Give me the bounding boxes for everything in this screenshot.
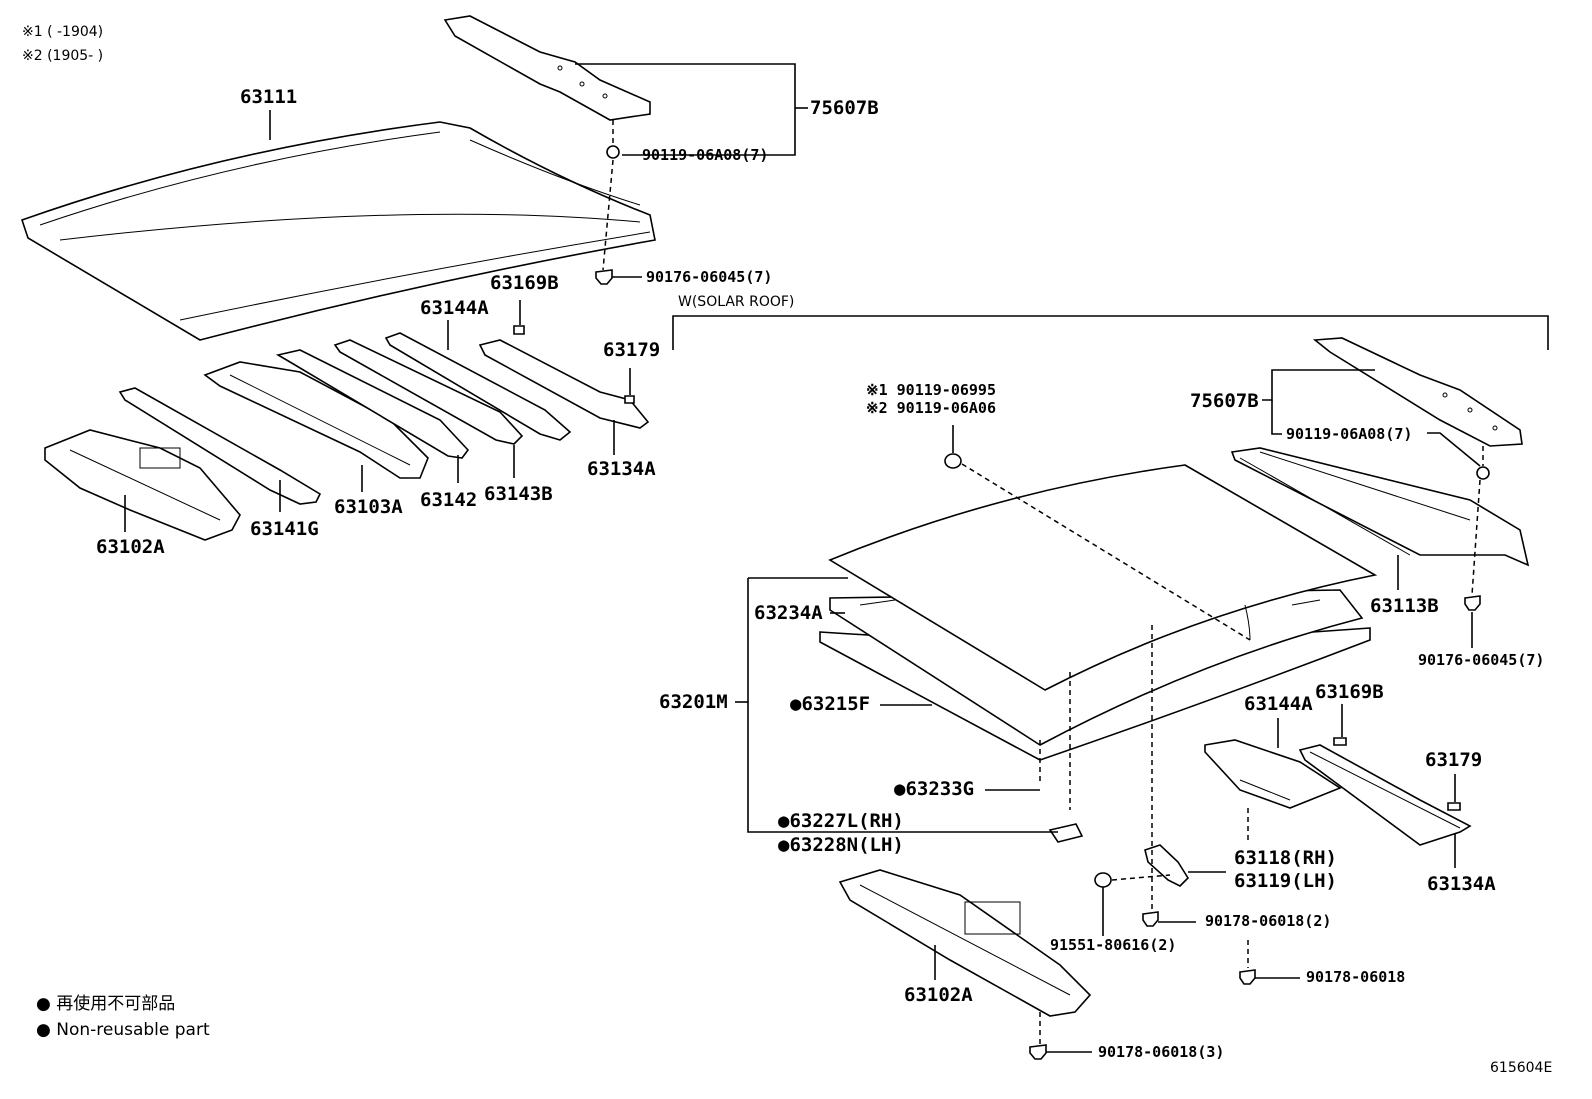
dash-line [1471, 479, 1481, 596]
reinforcement-63143b-shape [333, 339, 524, 445]
leader [747, 578, 1058, 833]
legend-english: ● Non-reusable part [36, 1020, 210, 1040]
bracket-63118-shape [1144, 844, 1190, 887]
label-63169b-right: 63169B [1315, 681, 1384, 703]
label-90176-06045-top: 90176-06045(7) [646, 268, 772, 286]
clip-63169b-top-shape [513, 325, 525, 335]
legend-japanese: ● 再使用不可部品 [36, 993, 175, 1014]
leader [1427, 432, 1481, 467]
clip-63169b-right-shape [1333, 737, 1347, 746]
label-90176-06045-right: 90176-06045(7) [1418, 651, 1544, 669]
leader [575, 63, 796, 156]
bolt-90119-06995-shape [944, 453, 962, 469]
dash-line [1111, 874, 1171, 881]
label-90178-06018: 90178-06018 [1306, 968, 1405, 986]
label-63234a: 63234A [754, 602, 823, 624]
reinforcement-63141g-shape [118, 387, 322, 505]
label-75607b-top: 75607B [810, 97, 879, 119]
figure-id: 615604E [1490, 1060, 1552, 1076]
reinforcement-63103a-shape [203, 361, 429, 479]
leader [1262, 369, 1375, 401]
label-63144a-top: 63144A [420, 297, 489, 319]
label-63233g: ●63233G [894, 778, 974, 800]
rear-panel-75607b-top-shape [443, 15, 651, 121]
clip-90176-right-shape [1464, 595, 1481, 611]
label-63142: 63142 [420, 489, 477, 511]
reinforcement-63144a-right-shape [1204, 739, 1342, 809]
label-63118: 63118(RH) [1234, 847, 1337, 869]
reinforcement-63102a-top-shape [44, 429, 241, 541]
label-63228n: ●63228N(LH) [778, 834, 904, 856]
reinforcement-63134a-right-shape [1298, 744, 1472, 846]
label-63102a-top: 63102A [96, 536, 165, 558]
label-63143b: 63143B [484, 483, 553, 505]
label-75607b-right: 75607B [1190, 390, 1259, 412]
label-63227l: ●63227L(RH) [778, 810, 904, 832]
clip-90176-top-shape [595, 269, 613, 285]
clip-90178-06018-2-shape [1142, 911, 1159, 927]
label-90178-06018-2: 90178-06018(2) [1205, 912, 1331, 930]
label-63201m: 63201M [659, 691, 728, 713]
label-63179-right: 63179 [1425, 749, 1482, 771]
clip-90178-06018-3-shape [1029, 1044, 1047, 1060]
reinforcement-63142-shape [275, 349, 470, 459]
reinforcement-63144a-top-shape [384, 332, 572, 441]
label-63134a-top: 63134A [587, 458, 656, 480]
label-90178-06018-3: 90178-06018(3) [1098, 1043, 1224, 1061]
label-63111: 63111 [240, 86, 297, 108]
label-91551-80616: 91551-80616(2) [1050, 936, 1176, 954]
note-2: ※2 (1905- ) [22, 48, 103, 64]
rear-panel-75607b-right-shape [1312, 337, 1523, 447]
label-63144a-right: 63144A [1244, 693, 1313, 715]
note-1: ※1 ( -1904) [22, 24, 103, 40]
label-63215f: ●63215F [790, 693, 870, 715]
leader [1271, 400, 1282, 435]
section-label-solar-roof: W(SOLAR ROOF) [678, 294, 794, 310]
clip-90119-top-shape [606, 145, 620, 159]
label-63134a-right: 63134A [1427, 873, 1496, 895]
label-90119-06995: ※1 90119-06995 [866, 381, 996, 399]
patch-63227l-shape [1048, 823, 1084, 843]
rear-frame-63113b-shape [1230, 447, 1530, 567]
label-63103a: 63103A [334, 496, 403, 518]
roof-panel-63111-shape [20, 121, 656, 341]
label-63169b-top: 63169B [490, 272, 559, 294]
clip-90178-06018-shape [1239, 969, 1256, 985]
label-63102a-bottom: 63102A [904, 984, 973, 1006]
solar-roof-glass-shape [819, 464, 1378, 761]
label-90119-06a08-right: 90119-06A08(7) [1286, 425, 1412, 443]
label-63141g: 63141G [250, 518, 319, 540]
clip-63179-right-shape [1447, 802, 1461, 811]
section-bracket [672, 315, 1549, 350]
clip-90119-right-shape [1476, 466, 1490, 480]
clip-63179-top-shape [624, 395, 635, 404]
reinforcement-63134a-top-shape [478, 339, 650, 429]
label-63113b: 63113B [1370, 595, 1439, 617]
reinforcement-63102a-bottom-shape [838, 869, 1092, 1017]
dash-line [602, 159, 614, 271]
dash-line [961, 463, 1251, 641]
nut-91551-shape [1094, 872, 1112, 888]
label-63179-top: 63179 [603, 339, 660, 361]
label-90119-06a08-top: 90119-06A08(7) [642, 146, 768, 164]
label-63119: 63119(LH) [1234, 870, 1337, 892]
label-90119-06a06: ※2 90119-06A06 [866, 399, 996, 417]
